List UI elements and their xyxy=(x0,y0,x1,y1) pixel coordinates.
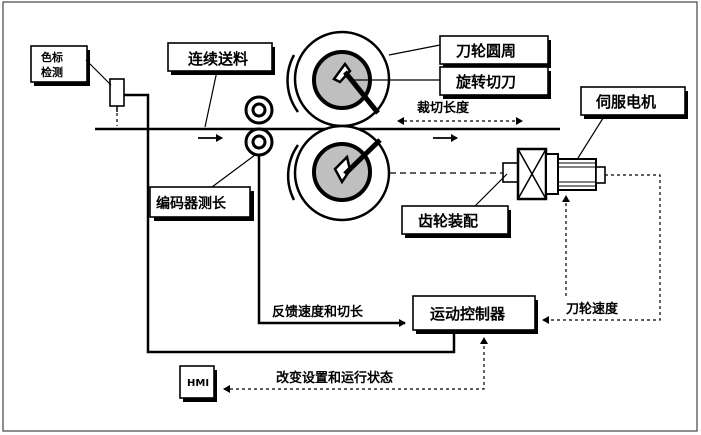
color-mark-label-box: 色标 检测 xyxy=(30,45,90,86)
continuous-feed-pointer xyxy=(204,70,218,128)
hmi-label: HMI xyxy=(187,378,209,389)
cutter-wheel-bottom xyxy=(286,124,391,222)
servo-motor-pointer xyxy=(577,114,606,159)
color-mark-label-line2: 检测 xyxy=(41,65,63,79)
encoder-label-box: 编码器测长 xyxy=(149,186,254,221)
feedback-label: 反馈速度和切长 xyxy=(272,304,364,320)
feed-roller-bottom xyxy=(244,127,274,157)
color-mark-label-line1: 色标 xyxy=(41,50,63,64)
gear-assembly-label-box: 齿轮装配 xyxy=(401,205,511,238)
color-mark-sensor xyxy=(109,78,125,126)
cutter-circle-label: 刀轮圆周 xyxy=(456,42,516,60)
cutter-speed-label: 刀轮速度 xyxy=(566,301,619,317)
cutter-circle-pointer xyxy=(388,44,441,56)
feed-roller-top xyxy=(244,95,274,125)
change-settings-label: 改变设置和运行状态 xyxy=(276,370,393,386)
cutter-wheel-top xyxy=(286,30,391,128)
color-mark-pointer xyxy=(85,59,112,86)
cutter-speed-line xyxy=(542,174,661,324)
gear-assembly-label: 齿轮装配 xyxy=(418,212,478,230)
motion-controller-label: 运动控制器 xyxy=(430,305,506,323)
cut-length-label: 裁切长度 xyxy=(417,100,470,116)
hmi-box: HMI xyxy=(179,365,217,402)
rotary-cutter-label-box: 旋转切刀 xyxy=(439,66,551,99)
continuous-feed-label: 连续送料 xyxy=(188,50,248,68)
encoder-label: 编码器测长 xyxy=(156,195,227,212)
encoder-feedback-line xyxy=(257,155,406,327)
servo-motor-label: 伺服电机 xyxy=(595,93,656,111)
motion-controller-box: 运动控制器 xyxy=(412,295,538,334)
servo-motor xyxy=(502,147,606,201)
servo-motor-label-box: 伺服电机 xyxy=(580,86,688,119)
rotary-cutter-label: 旋转切刀 xyxy=(455,73,516,91)
cutter-circle-label-box: 刀轮圆周 xyxy=(439,35,551,68)
hmi-controller-link xyxy=(223,337,488,393)
gear-assembly-pointer xyxy=(474,173,508,207)
encoder-pointer xyxy=(211,154,256,188)
continuous-feed-label-box: 连续送料 xyxy=(167,42,275,75)
